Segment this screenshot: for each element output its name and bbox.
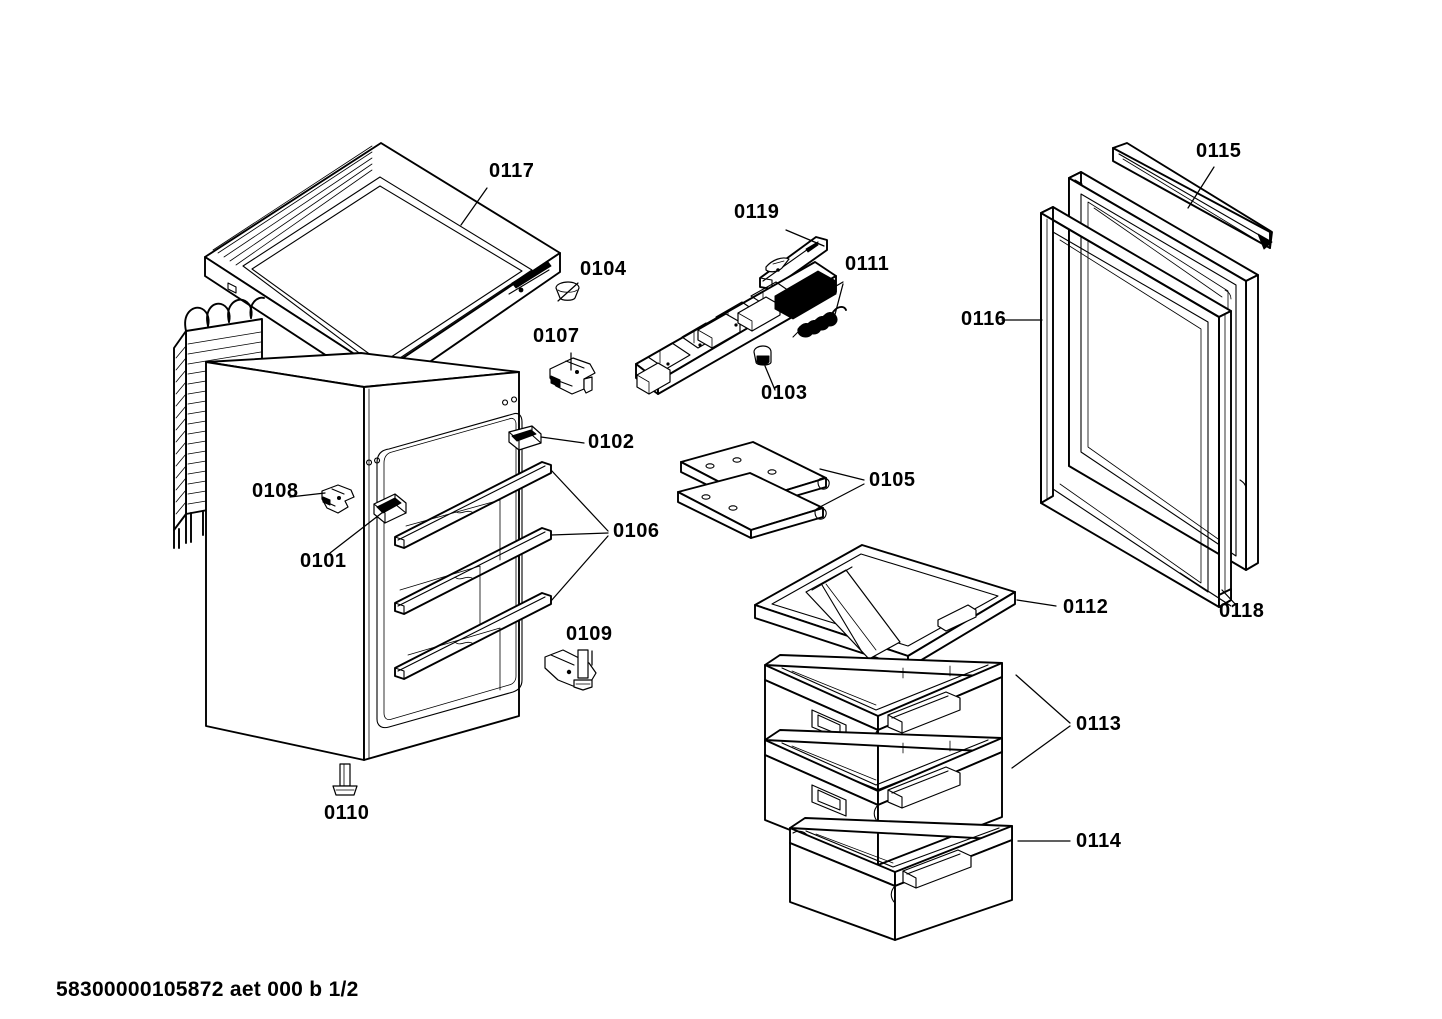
sheet-footer-reference: 58300000105872 aet 000 b 1/2 <box>56 978 359 1001</box>
part-levelling-foot-0110 <box>332 763 358 796</box>
part-label-0110: 0110 <box>324 802 369 824</box>
part-label-0104: 0104 <box>580 258 627 280</box>
part-clip-0102 <box>508 425 542 451</box>
part-label-0114: 0114 <box>1076 830 1122 852</box>
part-label-0101: 0101 <box>300 550 347 572</box>
part-control-module <box>635 261 837 395</box>
part-display-board-0119 <box>759 236 828 290</box>
part-label-0111: 0111 <box>845 253 889 275</box>
part-label-0107: 0107 <box>533 325 580 347</box>
part-label-0109: 0109 <box>566 623 613 645</box>
part-shelf-rails-0106 <box>394 461 552 691</box>
part-hinge-bracket-0108 <box>321 484 355 514</box>
part-label-0119: 0119 <box>734 201 779 223</box>
part-door-trim-0115 <box>1112 142 1273 250</box>
part-label-0106: 0106 <box>613 520 660 542</box>
part-door-gasket-0118 <box>1040 206 1232 608</box>
part-door-catch-0101 <box>373 493 407 524</box>
part-upper-hinge-0107 <box>549 357 596 395</box>
part-label-0115: 0115 <box>1196 140 1241 162</box>
part-knob-cap-0103 <box>753 345 772 366</box>
part-label-0103: 0103 <box>761 382 808 404</box>
part-spacer-plates-0105 <box>677 441 830 539</box>
part-cabinet-body <box>205 352 523 761</box>
leader-lines <box>289 166 1238 842</box>
part-worktop-0117 <box>204 142 561 397</box>
part-label-0108: 0108 <box>252 480 299 502</box>
part-label-0117: 0117 <box>489 160 534 182</box>
part-shelf-cover-0112 <box>754 544 1016 669</box>
part-label-0105: 0105 <box>869 469 916 491</box>
part-lower-hinge-0109 <box>544 649 597 691</box>
part-door-panel-0116 <box>1068 171 1259 571</box>
part-wire-harness-0111 <box>792 306 847 338</box>
part-number-labels: 0117 0104 0107 0102 0108 0101 0106 0109 … <box>252 140 1264 852</box>
part-label-0113: 0113 <box>1076 713 1121 735</box>
part-label-0116: 0116 <box>961 308 1006 330</box>
part-drawer-bin-middle-0113 <box>764 729 1003 866</box>
part-label-0118: 0118 <box>1219 600 1264 622</box>
part-drawer-bin-bottom-0114 <box>789 817 1013 941</box>
part-label-0112: 0112 <box>1063 596 1108 618</box>
part-label-0102: 0102 <box>588 431 635 453</box>
